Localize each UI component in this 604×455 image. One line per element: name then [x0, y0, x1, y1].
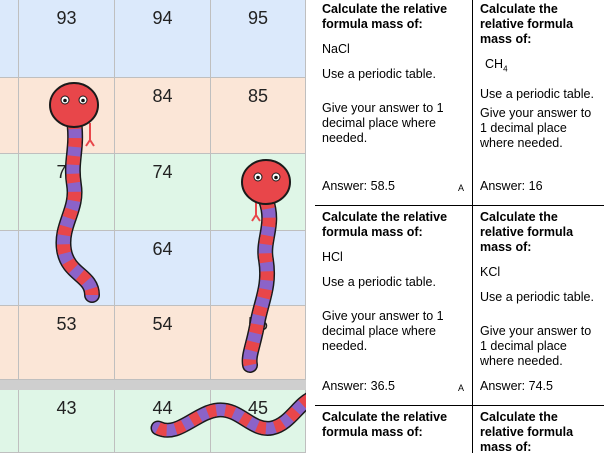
card-substance: KCl — [480, 265, 501, 279]
card-marker: A — [457, 183, 464, 193]
card-hint: Use a periodic table. — [322, 67, 436, 81]
card-hint: Use a periodic table. — [480, 86, 594, 101]
board-cell: 84 — [115, 78, 211, 154]
card-hint: Use a periodic table. — [480, 290, 594, 304]
card-substance: NaCl — [322, 42, 350, 56]
question-card[interactable]: Calculate the relative formula mass of: … — [473, 0, 604, 206]
question-card[interactable]: Calculate the relative formula mass of: … — [315, 206, 473, 406]
question-cards-grid: Calculate the relative formula mass of: … — [315, 0, 604, 454]
board-cell-edge — [0, 78, 19, 154]
question-card[interactable]: Calculate the relative formula mass of: … — [473, 206, 604, 406]
board-cell: 85 — [211, 78, 306, 154]
card-answer: Answer: 74.5 — [480, 379, 553, 393]
snake-right — [241, 159, 291, 373]
board-cell: 94 — [115, 0, 211, 78]
card-instruction: Give your answer to 1 decimal place wher… — [480, 105, 592, 150]
snake-left — [49, 82, 100, 303]
card-title: Calculate the relative formula mass of: — [480, 2, 574, 46]
question-card[interactable]: Calculate the relative formula mass of: … — [315, 0, 473, 206]
board-cell-edge — [0, 0, 19, 78]
board-gap — [0, 380, 306, 390]
card-answer: Answer: 58.5 — [322, 179, 395, 193]
card-substance: HCl — [322, 250, 343, 264]
snakes-layer — [49, 82, 306, 438]
board-cell: 93 — [19, 0, 115, 78]
board-cell-edge — [0, 231, 19, 306]
card-title: Calculate the relative formula mass of: — [322, 410, 448, 439]
card-instruction: Give your answer to 1 decimal place wher… — [322, 101, 444, 145]
board-cell: 54 — [115, 306, 211, 380]
card-instruction: Give your answer to 1 decimal place wher… — [480, 324, 592, 368]
panel-divider — [306, 0, 315, 453]
card-marker: A — [457, 383, 464, 393]
board-cell-edge — [0, 154, 19, 231]
card-substance: CH4 — [485, 57, 508, 74]
card-hint: Use a periodic table. — [322, 275, 436, 289]
question-card[interactable]: Calculate the relative formula mass of: — [473, 406, 604, 454]
card-instruction: Give your answer to 1 decimal place wher… — [322, 309, 444, 353]
card-title: Calculate the relative formula mass of: — [322, 2, 448, 31]
card-title: Calculate the relative formula mass of: — [480, 410, 574, 454]
card-answer: Answer: 36.5 — [322, 379, 395, 393]
card-title: Calculate the relative formula mass of: — [480, 210, 574, 254]
card-answer: Answer: 16 — [480, 179, 543, 193]
question-card[interactable]: Calculate the relative formula mass of: — [315, 406, 473, 453]
board-cell: 64 — [115, 231, 211, 306]
board-cell: 43 — [19, 390, 115, 453]
board-cell: 53 — [19, 306, 115, 380]
board-cell: 74 — [115, 154, 211, 231]
card-title: Calculate the relative formula mass of: — [322, 210, 448, 239]
snake-bottom — [150, 392, 306, 438]
board-cell-edge — [0, 306, 19, 380]
board-cell: 95 — [211, 0, 306, 78]
